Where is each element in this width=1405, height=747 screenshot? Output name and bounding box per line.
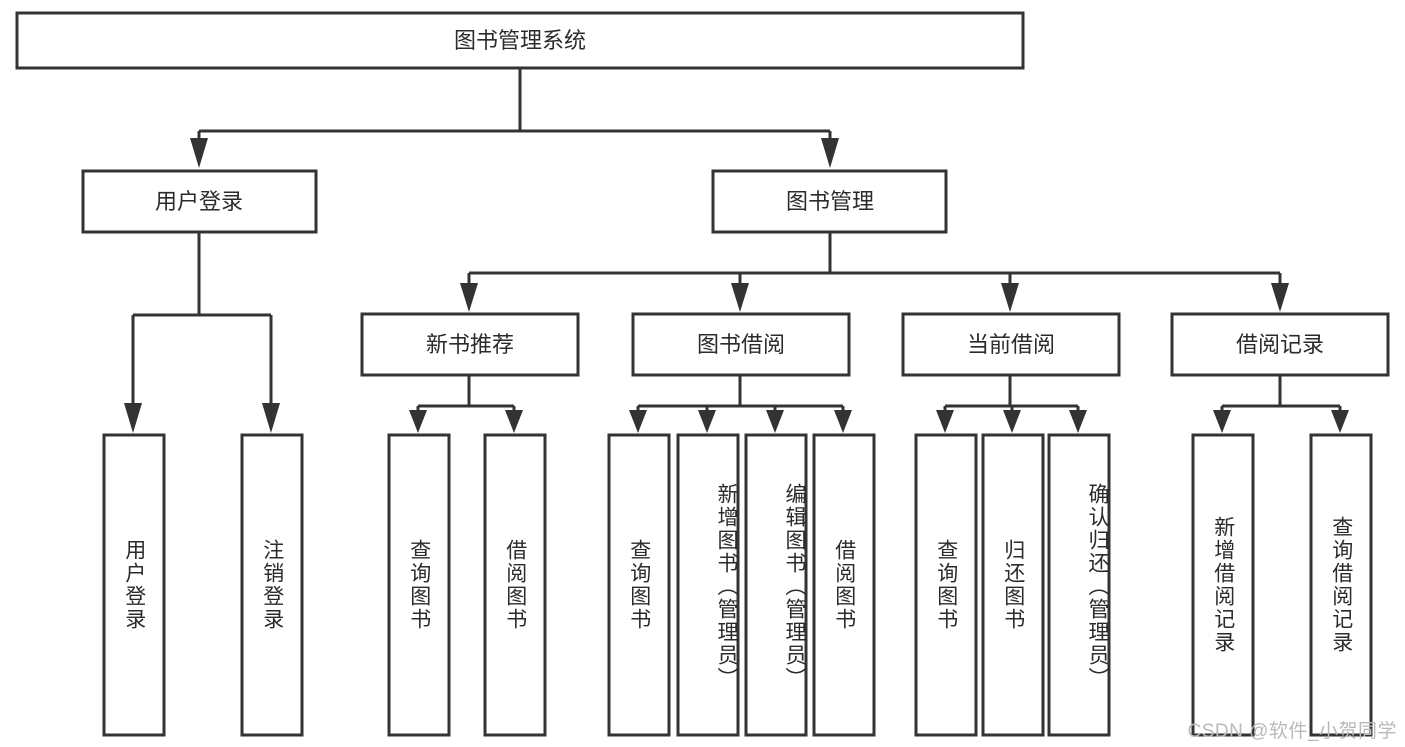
arrow-head-cb-leaf-2: [1003, 410, 1021, 433]
arrow-head-current-borrow: [1001, 283, 1019, 312]
node-new-book-recommend[interactable]: 新书推荐: [360, 312, 580, 377]
arrow-head-new-book: [460, 283, 478, 312]
arrow-head-borrow-record: [1271, 283, 1289, 312]
node-current-borrow-box[interactable]: [901, 312, 1121, 377]
node-book-borrow[interactable]: 图书借阅: [631, 312, 851, 377]
node-book-manage-box[interactable]: [711, 169, 948, 234]
arrow-head-br-leaf-1: [1213, 410, 1231, 433]
connector-group-borrow-record: [1213, 375, 1349, 433]
node-book-borrow-box[interactable]: [631, 312, 851, 377]
leaf-box-bb-borrow-book[interactable]: [812, 433, 876, 737]
connector-group-new-book: [409, 375, 523, 433]
connector-group-root: [190, 68, 839, 168]
leaf-box-bb-query-book[interactable]: [607, 433, 671, 737]
arrow-head-br-leaf-2: [1331, 410, 1349, 433]
arrow-head-bb-leaf-1: [629, 410, 647, 433]
arrow-head-bb-leaf-2: [698, 410, 716, 433]
node-borrow-record[interactable]: 借阅记录: [1170, 312, 1390, 377]
leaf-box-cb-return-book[interactable]: [981, 433, 1045, 737]
connector-group-current-borrow: [936, 375, 1087, 433]
arrow-head-leaf-user-login: [124, 403, 142, 433]
leaf-box-nb-borrow-book[interactable]: [483, 433, 547, 737]
watermark-text: CSDN @软件_小贺同学: [1187, 721, 1397, 742]
connector-group-user-login: [124, 232, 280, 433]
node-new-book-recommend-box[interactable]: [360, 312, 580, 377]
leaf-box-br-query-record[interactable]: [1309, 433, 1373, 737]
node-borrow-record-label: 借阅记录: [1236, 332, 1324, 357]
leaf-box-cb-query-book[interactable]: [914, 433, 978, 737]
node-book-manage-label: 图书管理: [786, 189, 874, 214]
node-book-borrow-label: 图书借阅: [697, 332, 785, 357]
arrow-head-nb-leaf-1: [409, 410, 427, 433]
node-user-login-box[interactable]: [81, 169, 318, 234]
arrow-head-bb-leaf-4: [834, 410, 852, 433]
arrow-head-user-login: [190, 138, 208, 168]
node-user-login-label: 用户登录: [155, 189, 243, 214]
node-user-login[interactable]: 用户登录: [81, 169, 318, 234]
leaf-box-nb-query-book[interactable]: [387, 433, 451, 737]
leaf-box-user-login[interactable]: [102, 433, 166, 737]
node-current-borrow[interactable]: 当前借阅: [901, 312, 1121, 377]
node-root-box[interactable]: [15, 11, 1025, 70]
connector-group-book-manage: [460, 232, 1289, 312]
leaf-box-cb-confirm-return[interactable]: [1047, 433, 1111, 737]
node-root[interactable]: 图书管理系统: [15, 11, 1025, 70]
arrow-head-leaf-logout: [262, 403, 280, 433]
arrow-head-cb-leaf-1: [936, 410, 954, 433]
node-borrow-record-box[interactable]: [1170, 312, 1390, 377]
node-root-label: 图书管理系统: [454, 28, 586, 53]
leaf-box-logout[interactable]: [240, 433, 304, 737]
node-book-manage[interactable]: 图书管理: [711, 169, 948, 234]
arrow-head-book-manage: [821, 138, 839, 168]
node-new-book-recommend-label: 新书推荐: [426, 332, 514, 357]
leaf-box-br-add-record[interactable]: [1191, 433, 1255, 737]
connector-group-book-borrow: [629, 375, 852, 433]
arrow-head-cb-leaf-3: [1069, 410, 1087, 433]
node-current-borrow-label: 当前借阅: [967, 332, 1055, 357]
leaf-box-bb-edit-book[interactable]: [744, 433, 808, 737]
arrow-head-book-borrow: [731, 283, 749, 312]
arrow-head-nb-leaf-2: [505, 410, 523, 433]
leaf-box-bb-add-book[interactable]: [676, 433, 740, 737]
arrow-head-bb-leaf-3: [766, 410, 784, 433]
